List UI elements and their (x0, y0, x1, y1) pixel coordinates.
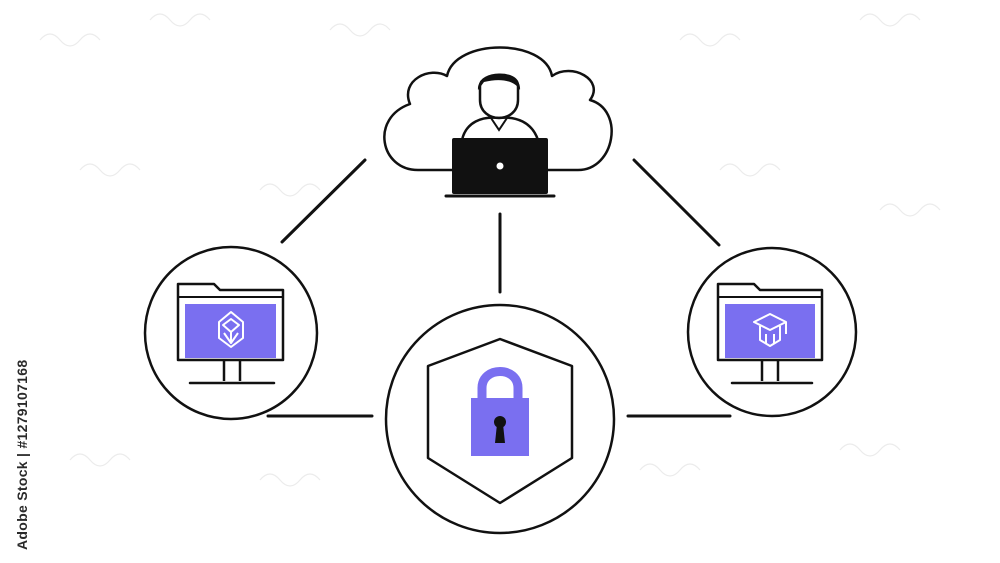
security-node (384, 303, 616, 535)
laptop-icon (444, 138, 556, 198)
right-monitor-node (686, 246, 858, 418)
connector-cloud-right (632, 158, 721, 247)
user-icon (460, 73, 540, 141)
connector-lines (266, 158, 732, 418)
cloud-node (383, 46, 613, 198)
watermark-side-text: Adobe Stock | #1279107168 (14, 359, 30, 550)
watermark-pattern (39, 13, 941, 487)
padlock-icon (471, 367, 529, 456)
left-monitor-node (143, 245, 319, 421)
gem-icon (218, 311, 244, 348)
graduation-cap-icon (753, 313, 787, 347)
connector-cloud-left (280, 158, 367, 244)
